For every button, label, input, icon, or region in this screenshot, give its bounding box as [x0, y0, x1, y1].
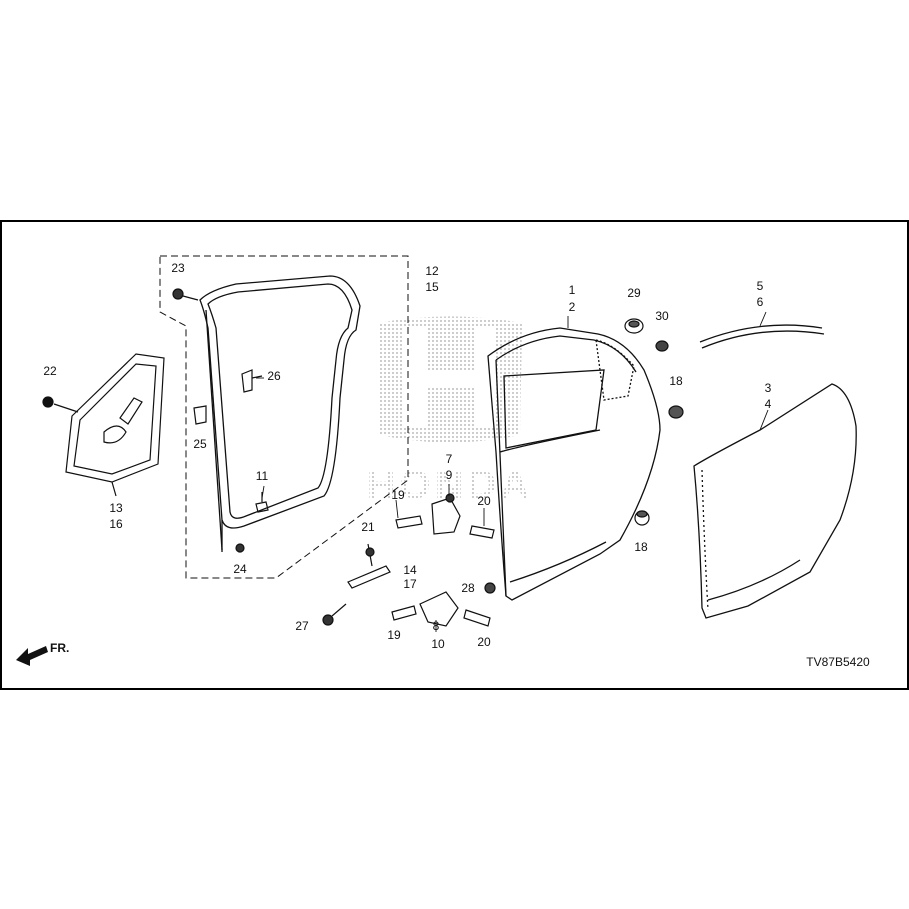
- outer-border: [0, 220, 909, 690]
- part-label-11: 11: [256, 469, 269, 483]
- part-label-6: 6: [757, 295, 764, 309]
- part-label-9: 9: [446, 468, 453, 482]
- leader-lines: [256, 311, 769, 632]
- part-labels: 1 2 3 4 5 6 7 8 9 10 11 12 13 14 15 16 1…: [43, 261, 771, 651]
- front-arrow-icon: FR.: [16, 641, 69, 666]
- part-label-7: 7: [446, 452, 453, 466]
- part-label-28: 28: [461, 581, 475, 595]
- part-label-18-lower: 18: [634, 540, 648, 554]
- part-label-2: 2: [569, 300, 576, 314]
- part-label-23: 23: [171, 261, 185, 275]
- part-label-20-upper: 20: [477, 494, 491, 508]
- part-label-18-upper: 18: [669, 374, 683, 388]
- outer-door-skin: [693, 383, 857, 619]
- part-label-10: 10: [431, 637, 445, 651]
- grommets: [624, 318, 684, 526]
- part-label-4: 4: [765, 397, 772, 411]
- part-label-12: 12: [425, 264, 439, 278]
- part-label-27: 27: [295, 619, 309, 633]
- part-label-3: 3: [765, 381, 772, 395]
- upper-hinge: [395, 493, 495, 539]
- part-label-25: 25: [193, 437, 207, 451]
- front-indicator-label: FR.: [50, 641, 69, 655]
- part-label-29: 29: [627, 286, 641, 300]
- drawing-code: TV87B5420: [806, 655, 870, 669]
- part-label-21: 21: [361, 520, 375, 534]
- part-label-8: 8: [433, 619, 440, 633]
- part-label-13: 13: [109, 501, 123, 515]
- part-label-24: 24: [233, 562, 247, 576]
- hole-cover-part: [42, 353, 165, 497]
- weatherstrip-clips: [172, 288, 269, 553]
- molding-strip: [699, 324, 825, 349]
- part-label-5: 5: [757, 279, 764, 293]
- part-label-1: 1: [569, 283, 576, 297]
- part-label-30: 30: [655, 309, 669, 323]
- weatherstrip-part: [199, 275, 361, 552]
- part-label-19-lower: 19: [387, 628, 401, 642]
- rear-door-panel: [487, 327, 661, 601]
- part-label-16: 16: [109, 517, 123, 531]
- diagram-frame: HONDA: [0, 220, 909, 690]
- part-label-19-upper: 19: [391, 488, 405, 502]
- part-label-17: 17: [403, 577, 417, 591]
- part-label-20-lower: 20: [477, 635, 491, 649]
- part-label-14: 14: [403, 563, 417, 577]
- part-label-22: 22: [43, 364, 57, 378]
- door-checker: [322, 543, 391, 626]
- part-label-15: 15: [425, 280, 439, 294]
- parts-diagram: HONDA: [0, 220, 909, 690]
- part-label-26: 26: [267, 369, 281, 383]
- lower-hinge: [391, 582, 496, 627]
- group-boundary: [159, 255, 409, 579]
